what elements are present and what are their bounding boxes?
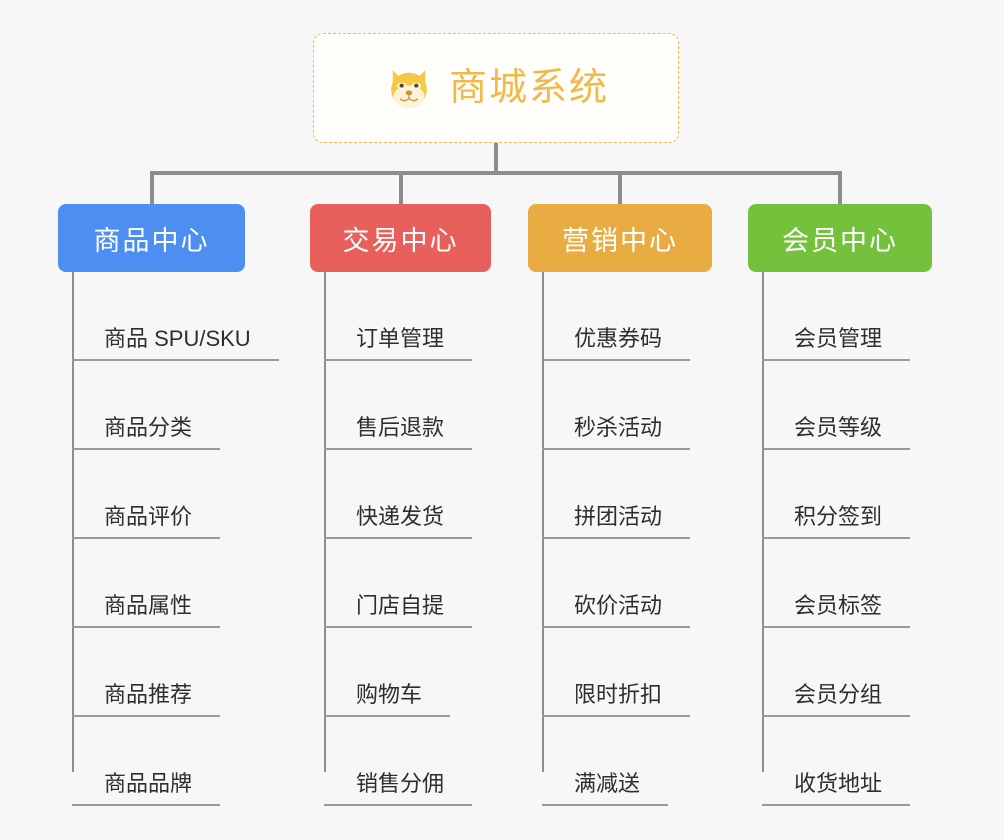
leaf-label: 售后退款	[324, 415, 473, 450]
branch-leaves-member-center: 会员管理 会员等级 积分签到 会员标签 会员分组 收货地址	[762, 272, 911, 806]
leaf-item[interactable]: 会员标签	[762, 539, 911, 628]
leaf-label: 会员管理	[762, 326, 911, 361]
leaf-item[interactable]: 商品评价	[72, 450, 279, 539]
leaf-label: 商品推荐	[72, 682, 221, 717]
connector-drop-1	[150, 171, 154, 206]
dog-face-icon	[391, 70, 427, 109]
branch-spine-trade-center	[324, 272, 326, 772]
leaf-label: 秒杀活动	[542, 415, 691, 450]
leaf-item[interactable]: 秒杀活动	[542, 361, 691, 450]
leaf-label: 会员分组	[762, 682, 911, 717]
leaf-label: 销售分佣	[324, 771, 473, 806]
branch-spine-member-center	[762, 272, 764, 772]
leaf-item[interactable]: 门店自提	[324, 539, 473, 628]
leaf-label: 购物车	[324, 682, 451, 717]
leaf-item[interactable]: 购物车	[324, 628, 472, 717]
leaf-label: 收货地址	[762, 771, 911, 806]
branch-header-product-center[interactable]: 商品中心	[58, 204, 245, 272]
leaf-item[interactable]: 商品品牌	[72, 717, 279, 806]
leaf-item[interactable]: 积分签到	[762, 450, 911, 539]
leaf-label: 商品品牌	[72, 771, 221, 806]
branch-marketing-center: 营销中心 优惠券码 秒杀活动 拼团活动 砍价活动 限时折扣 满减送	[528, 204, 712, 806]
leaf-label: 积分签到	[762, 504, 911, 539]
leaf-label: 拼团活动	[542, 504, 691, 539]
leaf-item[interactable]: 拼团活动	[542, 450, 691, 539]
leaf-label: 订单管理	[324, 326, 473, 361]
connector-drop-3	[618, 171, 622, 206]
branch-trade-center: 交易中心 订单管理 售后退款 快递发货 门店自提 购物车 销售分佣	[310, 204, 491, 806]
branch-header-marketing-center[interactable]: 营销中心	[528, 204, 712, 272]
branch-header-trade-center[interactable]: 交易中心	[310, 204, 491, 272]
leaf-item[interactable]: 收货地址	[762, 717, 911, 806]
branch-member-center: 会员中心 会员管理 会员等级 积分签到 会员标签 会员分组 收货地址	[748, 204, 932, 806]
branch-spine-marketing-center	[542, 272, 544, 772]
leaf-item[interactable]: 会员管理	[762, 272, 911, 361]
branch-header-member-center[interactable]: 会员中心	[748, 204, 932, 272]
leaf-item[interactable]: 会员等级	[762, 361, 911, 450]
leaf-item[interactable]: 砍价活动	[542, 539, 691, 628]
connector-drop-2	[399, 171, 403, 206]
branch-leaves-marketing-center: 优惠券码 秒杀活动 拼团活动 砍价活动 限时折扣 满减送	[542, 272, 691, 806]
branch-spine-product-center	[72, 272, 74, 772]
leaf-item[interactable]: 销售分佣	[324, 717, 473, 806]
leaf-item[interactable]: 满减送	[542, 717, 690, 806]
leaf-label: 商品分类	[72, 415, 221, 450]
leaf-label: 门店自提	[324, 593, 473, 628]
branch-leaves-product-center: 商品 SPU/SKU 商品分类 商品评价 商品属性 商品推荐 商品品牌	[72, 272, 279, 806]
leaf-item[interactable]: 快递发货	[324, 450, 473, 539]
leaf-item[interactable]: 商品推荐	[72, 628, 279, 717]
leaf-item[interactable]: 限时折扣	[542, 628, 691, 717]
connector-root-stem	[494, 143, 498, 173]
leaf-item[interactable]: 商品分类	[72, 361, 279, 450]
leaf-label: 优惠券码	[542, 326, 691, 361]
leaf-item[interactable]: 会员分组	[762, 628, 911, 717]
branch-product-center: 商品中心 商品 SPU/SKU 商品分类 商品评价 商品属性 商品推荐 商品品牌	[58, 204, 279, 806]
leaf-item[interactable]: 售后退款	[324, 361, 473, 450]
leaf-label: 快递发货	[324, 504, 473, 539]
leaf-item[interactable]: 商品属性	[72, 539, 279, 628]
leaf-label: 商品评价	[72, 504, 221, 539]
root-node[interactable]: 商城系统	[313, 33, 679, 143]
leaf-label: 限时折扣	[542, 682, 691, 717]
leaf-item[interactable]: 优惠券码	[542, 272, 691, 361]
branch-leaves-trade-center: 订单管理 售后退款 快递发货 门店自提 购物车 销售分佣	[324, 272, 473, 806]
leaf-label: 满减送	[542, 771, 669, 806]
leaf-label: 商品属性	[72, 593, 221, 628]
leaf-label: 砍价活动	[542, 593, 691, 628]
leaf-label: 会员标签	[762, 593, 911, 628]
leaf-item[interactable]: 订单管理	[324, 272, 473, 361]
connector-drop-4	[838, 171, 842, 206]
leaf-label: 商品 SPU/SKU	[72, 326, 279, 361]
connector-horizontal-bus	[150, 171, 840, 175]
leaf-label: 会员等级	[762, 415, 911, 450]
leaf-item[interactable]: 商品 SPU/SKU	[72, 272, 279, 361]
root-title: 商城系统	[448, 67, 609, 109]
